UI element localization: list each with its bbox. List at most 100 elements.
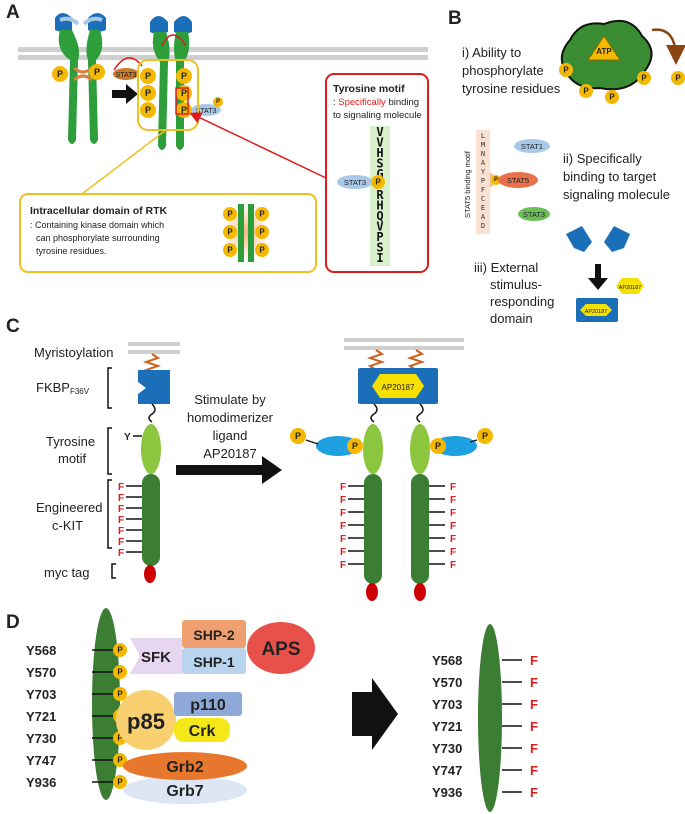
stat5-motif-label: STAT5 binding motif xyxy=(463,150,472,218)
stat3-label-b: STAT3 xyxy=(523,210,545,219)
tyrosine-motif-residue: V xyxy=(376,125,383,139)
c-label-myristoylation: Myristoylation xyxy=(34,345,113,360)
tyrosine-motif-dimer-a xyxy=(363,424,383,474)
stat3-blob-box xyxy=(337,175,373,189)
aps-label: APS xyxy=(261,639,300,660)
tyrosine-motif-dimer-b xyxy=(410,424,430,474)
myristoyl-chain-2a xyxy=(366,349,386,371)
stat3-label-a1: STAT3 xyxy=(116,72,137,79)
tyrosine-motif-residue: R xyxy=(376,188,384,202)
red-connector xyxy=(189,112,327,179)
stim-line3: ligand xyxy=(213,428,248,443)
motif-seq-bg xyxy=(370,126,390,266)
phospho-a1: P xyxy=(52,66,68,82)
stat5-motif-residue: Y xyxy=(481,168,486,176)
b-i-line1: i) Ability to xyxy=(462,45,521,60)
svg-text:P: P xyxy=(435,441,441,451)
myristoyl-chain-2b xyxy=(406,349,426,371)
red-loop-a2 xyxy=(161,34,187,47)
svg-text:P: P xyxy=(563,66,569,75)
tyrosine-motif-residue: P xyxy=(376,230,383,244)
kit-dimer-f-right: F xyxy=(450,482,456,493)
stat5-phospho: P xyxy=(491,175,501,185)
linker-1 xyxy=(148,403,156,423)
p110-label: p110 xyxy=(190,697,226,714)
svg-text:P: P xyxy=(675,74,681,83)
svg-text:P: P xyxy=(181,71,187,81)
linker-2a xyxy=(370,403,378,423)
shp2-box xyxy=(182,620,246,648)
stat5-motif-residue: F xyxy=(481,186,485,194)
kit-dimer-f-right: F xyxy=(450,560,456,571)
tyrosine-motif-desc-2: to signaling molecule xyxy=(333,110,422,121)
wt-residue-label: Y747 xyxy=(26,753,56,768)
grb2-ellipse xyxy=(123,752,247,780)
kit-dimer-f-right: F xyxy=(450,534,456,545)
crk-box xyxy=(174,718,230,742)
svg-text:P: P xyxy=(145,88,151,98)
wt-residue-label: Y568 xyxy=(26,643,56,658)
kinase-phospho: P P P P P xyxy=(559,63,685,104)
panel-d: Y568PY570PY703PY721PY730PY747PY936P SFK … xyxy=(26,608,538,812)
kit-single-f: F xyxy=(118,515,124,526)
svg-text:P: P xyxy=(583,87,589,96)
c-membrane-2b xyxy=(344,346,464,350)
svg-text:P: P xyxy=(375,178,381,187)
tyrosine-motif-residue: H xyxy=(376,199,383,213)
ligand-bound-label: AP20187 xyxy=(585,309,608,315)
wt-residue-phospho xyxy=(113,753,127,767)
kit-wt xyxy=(92,608,120,800)
wt-residue-label: Y721 xyxy=(26,709,56,724)
wt-residue-label: Y570 xyxy=(26,665,56,680)
wt-residue-phospho-label: P xyxy=(117,778,123,787)
wt-residue-label: Y703 xyxy=(26,687,56,702)
kit-dimer-f-left: F xyxy=(340,508,346,519)
kit-dimer-f-left: F xyxy=(340,482,346,493)
stat5-motif-residue: C xyxy=(481,195,485,203)
grb2-label: Grb2 xyxy=(166,759,203,776)
mutant-residue-f: F xyxy=(530,741,538,756)
kit-dimer-f-right: F xyxy=(450,495,456,506)
membrane-bottom xyxy=(18,55,428,60)
phospho-a2: P xyxy=(89,64,105,80)
kit-single-f: F xyxy=(118,482,124,493)
tyrosine-motif-residue: S xyxy=(376,241,383,255)
stat5-motif-residue: E xyxy=(481,204,485,212)
c-label-engineered-2: c-KIT xyxy=(52,518,83,533)
stat3-blob-b xyxy=(518,207,550,221)
svg-text:P: P xyxy=(227,246,233,255)
crk-label: Crk xyxy=(189,723,216,740)
tyrosine-motif-residue: V xyxy=(376,136,383,150)
mutant-residue-f: F xyxy=(530,653,538,668)
svg-text:P: P xyxy=(352,441,358,451)
ap20187-dimer-label: AP20187 xyxy=(382,383,415,392)
c-membrane-1a xyxy=(128,342,180,346)
atp-triangle xyxy=(587,35,621,61)
stim-line4: AP20187 xyxy=(203,446,257,461)
stat3-label-a2: STAT3 xyxy=(196,108,217,115)
phospho-stat3: P xyxy=(213,97,223,107)
linker-2b xyxy=(416,403,424,423)
shp1-box xyxy=(182,648,246,674)
mutant-residue-label: Y936 xyxy=(432,785,462,800)
grb7-label: Grb7 xyxy=(166,783,203,800)
stat1-label: STAT1 xyxy=(521,142,543,151)
stat5-motif-residue: P xyxy=(481,177,485,185)
mutant-residue-f: F xyxy=(530,785,538,800)
tyrosine-motif-residue: S xyxy=(376,157,383,171)
wt-residue-label: Y730 xyxy=(26,731,56,746)
kit-dimer-f-left: F xyxy=(340,547,346,558)
c-label-fkbp: FKBPF36V xyxy=(36,380,90,396)
b-iii-line4: domain xyxy=(490,311,533,326)
mutant-residue-label: Y730 xyxy=(432,741,462,756)
b-iii-line1: iii) External xyxy=(474,260,538,275)
intracellular-desc-3: tyrosine residues. xyxy=(36,246,107,256)
tyrosine-motif-residue: V xyxy=(376,220,383,234)
wt-residue-phospho xyxy=(113,665,127,679)
c-membrane-1b xyxy=(128,350,180,354)
y-label-single: Y xyxy=(124,432,131,443)
tyrosine-motif-title: Tyrosine motif xyxy=(333,83,405,95)
stat5-motif-residue: A xyxy=(481,159,486,167)
stat3-label-box: STAT3 xyxy=(344,178,366,187)
svg-text:P: P xyxy=(295,431,301,441)
